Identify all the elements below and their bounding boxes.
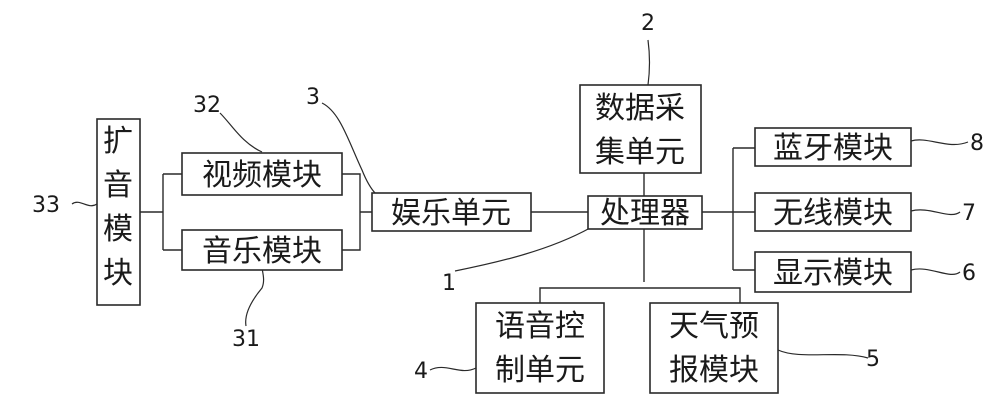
leader-8 xyxy=(910,139,969,146)
ref-1: 1 xyxy=(442,271,456,296)
link-bottom-branch xyxy=(539,287,741,303)
leader-2 xyxy=(647,39,651,86)
music-label: 音乐模块 xyxy=(202,234,322,269)
ref-31: 31 xyxy=(232,327,260,352)
link-left-branch xyxy=(162,173,182,251)
ref-7: 7 xyxy=(962,201,976,226)
ref-2: 2 xyxy=(641,11,655,36)
leader-6 xyxy=(910,268,961,275)
ref-6: 6 xyxy=(962,261,976,286)
ref-33: 33 xyxy=(32,193,60,218)
leader-31 xyxy=(245,267,265,327)
speaker-label-line-1: 扩 xyxy=(103,124,133,159)
leader-1 xyxy=(454,227,591,272)
wireless-module-block: 无线模块 xyxy=(754,192,912,232)
voice-control-block: 语音控 制单元 xyxy=(475,302,605,394)
reference-numerals: 2 3 32 33 31 1 4 5 8 7 6 xyxy=(32,11,984,384)
entertainment-label: 娱乐单元 xyxy=(391,196,511,231)
leader-7 xyxy=(910,209,961,216)
connection-lines xyxy=(140,147,755,303)
leader-3 xyxy=(321,102,377,195)
weather-label-line-2: 报模块 xyxy=(669,353,759,388)
data-acq-label-line-1: 数据采 xyxy=(595,91,685,126)
ref-3: 3 xyxy=(306,85,320,110)
leader-5 xyxy=(777,349,869,359)
video-module-block: 视频模块 xyxy=(181,152,343,196)
bluetooth-module-block: 蓝牙模块 xyxy=(754,127,912,167)
weather-label-line-1: 天气预 xyxy=(669,309,759,344)
processor-label: 处理器 xyxy=(600,196,690,231)
weather-forecast-block: 天气预 报模块 xyxy=(649,302,779,394)
data-acquisition-block: 数据采 集单元 xyxy=(579,84,702,174)
display-label: 显示模块 xyxy=(773,256,893,291)
speaker-module-block: 扩 音 模 块 xyxy=(96,118,141,306)
speaker-label-line-2: 音 xyxy=(103,168,133,203)
speaker-label-line-4: 块 xyxy=(103,256,133,291)
wireless-label: 无线模块 xyxy=(773,196,893,231)
speaker-label-line-3: 模 xyxy=(103,212,133,247)
leader-lines xyxy=(71,39,969,372)
ref-8: 8 xyxy=(970,131,984,156)
ref-4: 4 xyxy=(414,359,428,384)
data-acq-label-line-2: 集单元 xyxy=(595,135,685,170)
leader-32 xyxy=(219,112,263,153)
link-video-music-merge xyxy=(342,173,372,251)
music-module-block: 音乐模块 xyxy=(181,229,343,271)
ref-5: 5 xyxy=(866,347,880,372)
voice-label-line-2: 制单元 xyxy=(495,353,585,388)
leader-33 xyxy=(71,201,98,207)
processor-block: 处理器 xyxy=(587,195,703,231)
link-right-branch xyxy=(732,147,755,271)
bluetooth-label: 蓝牙模块 xyxy=(773,131,893,166)
voice-label-line-1: 语音控 xyxy=(495,309,585,344)
video-label: 视频模块 xyxy=(202,158,322,193)
leader-4 xyxy=(429,366,477,372)
ref-32: 32 xyxy=(193,93,221,118)
display-module-block: 显示模块 xyxy=(754,251,912,293)
entertainment-unit-block: 娱乐单元 xyxy=(371,192,532,232)
